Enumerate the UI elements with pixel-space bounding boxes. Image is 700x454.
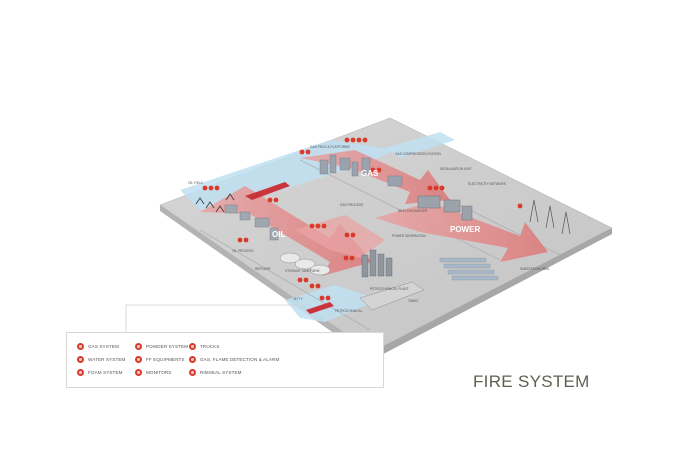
label-oil-field: OIL FIELD bbox=[188, 181, 204, 185]
label-gas-field: GAS FIELD & PLATFORMS bbox=[310, 145, 350, 149]
zone-label-gas: GAS bbox=[361, 169, 379, 178]
foam-system-icon bbox=[77, 369, 84, 376]
refinery bbox=[361, 249, 393, 278]
gas-system-icon bbox=[77, 343, 84, 350]
legend-label: RIMSEAL SYSTEM bbox=[200, 370, 242, 375]
label-oil-process: OIL PROCESS bbox=[232, 249, 254, 253]
legend-item-rimseal-system: RIMSEAL SYSTEM bbox=[189, 369, 242, 376]
legend-label: POWDER SYSTEM bbox=[146, 344, 189, 349]
solar-field bbox=[439, 257, 499, 281]
ff-equipments-icon bbox=[135, 356, 142, 363]
label-refinery: REFINERY bbox=[255, 267, 272, 271]
label-gas-process: GAS PROCESS bbox=[340, 203, 363, 207]
zone-label-oil: OIL bbox=[272, 230, 285, 239]
power-flow-arrow bbox=[375, 202, 548, 262]
label-petrochemical: PETROCHEMICAL bbox=[335, 309, 363, 313]
ships bbox=[245, 182, 334, 314]
legend: GAS SYSTEM WATER SYSTEM FOAM SYSTEM POWD… bbox=[66, 332, 384, 388]
label-gas-compression: GAS COMPRESSION STATION bbox=[395, 152, 441, 156]
power-plant bbox=[417, 195, 473, 221]
legend-item-monitors: MONITORS bbox=[135, 369, 171, 376]
legend-item-gas-system: GAS SYSTEM bbox=[77, 343, 119, 350]
label-storage: STORAGE TANK FARM bbox=[285, 269, 320, 273]
label-tanks: TANKS bbox=[408, 299, 418, 303]
fire-system-markers bbox=[202, 137, 523, 301]
monitors-icon bbox=[135, 369, 142, 376]
pumpjacks bbox=[195, 193, 235, 213]
zone-label-power: POWER bbox=[450, 225, 480, 234]
gas-plant bbox=[319, 154, 403, 187]
legend-label: FF EQUIPMENTS bbox=[146, 357, 185, 362]
label-jetty: JETTY bbox=[293, 297, 304, 301]
pipeline-tank bbox=[359, 281, 425, 311]
legend-item-powder-system: POWDER SYSTEM bbox=[135, 343, 188, 350]
trucks-icon bbox=[189, 343, 196, 350]
legend-label: WATER SYSTEM bbox=[88, 357, 126, 362]
legend-item-ff-equipments: FF EQUIPMENTS bbox=[135, 356, 185, 363]
page-title: FIRE SYSTEM bbox=[473, 372, 590, 391]
storage-tanks bbox=[279, 252, 331, 276]
legend-label: GAS SYSTEM bbox=[88, 344, 119, 349]
label-heat-exchanger: HEAT EXCHANGER bbox=[398, 209, 428, 213]
detection-alarm-icon bbox=[189, 356, 196, 363]
oil-flow-arrow bbox=[200, 186, 372, 276]
legend-label: MONITORS bbox=[146, 370, 172, 375]
legend-label: TRUCKS bbox=[200, 344, 220, 349]
transmission-towers bbox=[529, 199, 571, 235]
gas-flow-arrow bbox=[300, 150, 450, 204]
legend-label: GAS, FLAME DETECTION & ALARM bbox=[200, 357, 280, 362]
label-substation: SUBSTATION AREA bbox=[520, 267, 550, 271]
legend-item-detection-alarm: GAS, FLAME DETECTION & ALARM bbox=[189, 356, 279, 363]
legend-connector bbox=[125, 304, 300, 332]
legend-item-foam-system: FOAM SYSTEM bbox=[77, 369, 123, 376]
oil-plant bbox=[224, 204, 279, 241]
label-desalination: DESALINATION UNIT bbox=[440, 167, 472, 171]
label-petrochemical-plant: PETROCHEMICAL PLANT bbox=[370, 287, 409, 291]
label-power-generation: POWER GENERATION bbox=[392, 234, 426, 238]
rimseal-system-icon bbox=[189, 369, 196, 376]
label-electricity-network: ELECTRICITY NETWORK bbox=[468, 182, 507, 186]
legend-item-trucks: TRUCKS bbox=[189, 343, 220, 350]
legend-item-water-system: WATER SYSTEM bbox=[77, 356, 125, 363]
powder-system-icon bbox=[135, 343, 142, 350]
legend-label: FOAM SYSTEM bbox=[88, 370, 123, 375]
water-system-icon bbox=[77, 356, 84, 363]
